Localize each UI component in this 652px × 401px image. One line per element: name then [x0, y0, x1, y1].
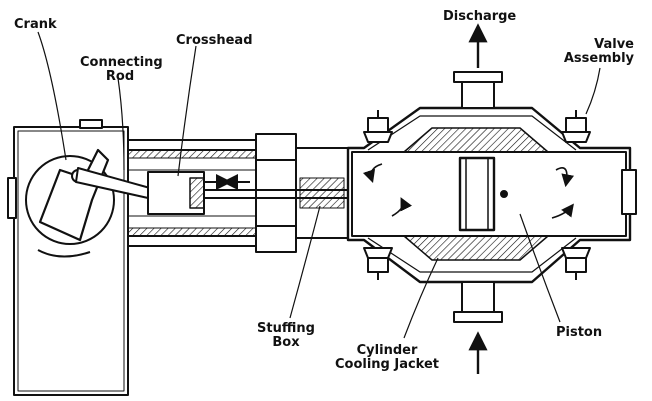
label-valve-assembly-line1: Valve — [594, 37, 634, 52]
label-valve-assembly: Valve Assembly — [550, 38, 634, 66]
suction-nozzle — [453, 281, 503, 323]
label-connecting-rod-line1: Connecting — [80, 55, 163, 70]
label-valve-assembly-line2: Assembly — [563, 51, 634, 66]
label-discharge: Discharge — [443, 9, 517, 24]
label-cylinder-cooling-jacket: Cylinder Cooling Jacket — [322, 344, 452, 372]
label-stuffing-box: Stuffing Box — [246, 322, 326, 350]
crank — [25, 148, 115, 258]
stuffing-box — [255, 133, 349, 253]
label-crosshead: Crosshead — [176, 33, 253, 48]
crosshead — [147, 171, 205, 215]
label-connecting-rod: Connecting Rod — [80, 55, 163, 84]
leader-lines — [37, 31, 601, 339]
valve-bottom-left — [363, 247, 393, 280]
cooling-jacket-top — [403, 127, 549, 153]
crankcase-frame — [7, 119, 129, 396]
valve-bottom-right — [561, 247, 591, 280]
label-cylinder-cooling-jacket-line2: Cooling Jacket — [334, 357, 440, 372]
cylinder-head — [621, 169, 637, 215]
valve-top-left — [363, 110, 393, 143]
cooling-jacket-bottom — [403, 235, 549, 261]
label-piston: Piston — [556, 325, 603, 340]
label-connecting-rod-line2: Rod — [105, 69, 135, 84]
flow-arrows — [362, 163, 575, 219]
label-cylinder-cooling-jacket-line1: Cylinder — [356, 343, 418, 358]
piston — [458, 156, 508, 232]
label-crank: Crank — [14, 17, 57, 32]
label-stuffing-box-line1: Stuffing — [257, 321, 315, 336]
discharge-nozzle — [453, 71, 503, 109]
label-stuffing-box-line2: Box — [272, 335, 300, 350]
valve-top-right — [561, 110, 591, 143]
